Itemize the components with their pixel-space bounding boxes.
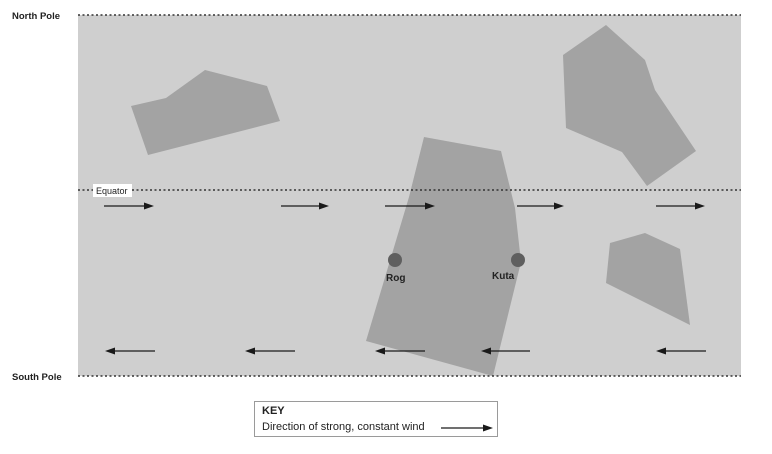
wind-arrow-west-3 — [375, 347, 425, 355]
key-title: KEY — [262, 405, 285, 417]
landmass-west — [131, 70, 280, 155]
settlement-rog: Rog — [386, 253, 405, 284]
wind-arrow-west-5 — [656, 347, 706, 355]
wind-arrow-east-1 — [104, 202, 154, 210]
landmass-central — [366, 137, 521, 376]
settlement-label-kuta: Kuta — [492, 271, 515, 282]
settlement-label-rog: Rog — [386, 273, 405, 284]
landmass-northeast — [563, 25, 696, 186]
wind-arrow-west-1 — [105, 347, 155, 355]
wind-arrow-west-2 — [245, 347, 295, 355]
settlement-marker-rog — [388, 253, 402, 267]
north-pole-label: North Pole — [12, 11, 60, 22]
landmass-southeast — [606, 233, 690, 325]
key-wind-arrow-icon — [441, 424, 493, 432]
map-key: KEY Direction of strong, constant wind — [254, 401, 498, 437]
wind-arrow-east-4 — [517, 202, 564, 210]
wind-arrow-east-2 — [281, 202, 329, 210]
south-pole-label: South Pole — [12, 372, 62, 383]
wind-arrows-lower — [105, 347, 706, 355]
wind-arrow-east-3 — [385, 202, 435, 210]
wind-arrows-upper — [104, 202, 705, 210]
settlement-marker-kuta — [511, 253, 525, 267]
wind-arrow-west-4 — [481, 347, 530, 355]
wind-arrow-east-5 — [656, 202, 705, 210]
key-wind-description: Direction of strong, constant wind — [262, 421, 425, 433]
settlement-kuta: Kuta — [492, 253, 525, 282]
equator-label-bg — [93, 184, 132, 197]
equator-label: Equator — [96, 186, 128, 196]
